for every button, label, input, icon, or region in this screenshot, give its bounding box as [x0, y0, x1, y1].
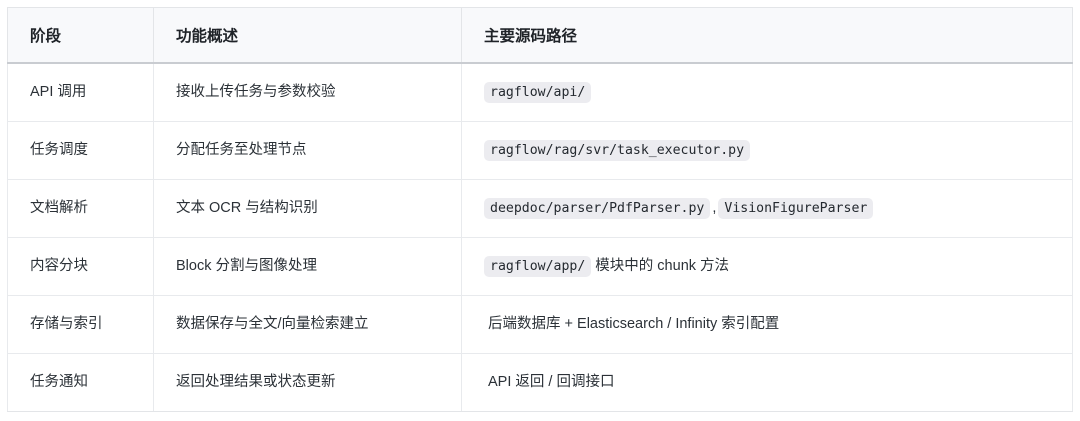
cell-summary: 接收上传任务与参数校验 — [153, 63, 462, 122]
pipeline-table: 阶段 功能概述 主要源码路径 API 调用接收上传任务与参数校验 ragflow/… — [7, 7, 1073, 412]
cell-stage: API 调用 — [7, 63, 154, 122]
code-chip-separator: , — [712, 200, 717, 217]
cell-stage: 存储与索引 — [7, 295, 154, 354]
code-path-chip: ragflow/app/ — [484, 256, 592, 278]
cell-source-path: API 返回 / 回调接口 — [461, 353, 1073, 412]
code-path-chip: VisionFigureParser — [718, 198, 874, 220]
table-header-row: 阶段 功能概述 主要源码路径 — [7, 7, 1073, 64]
cell-stage: 任务通知 — [7, 353, 154, 412]
path-note-text: API 返回 / 回调接口 — [488, 374, 615, 391]
cell-stage: 内容分块 — [7, 237, 154, 296]
column-header-summary: 功能概述 — [153, 7, 462, 64]
table-row: 存储与索引数据保存与全文/向量检索建立 后端数据库 + Elasticsearch… — [7, 295, 1073, 354]
column-header-path: 主要源码路径 — [461, 7, 1073, 64]
cell-stage: 任务调度 — [7, 121, 154, 180]
path-note-text: 后端数据库 + Elasticsearch / Infinity 索引配置 — [488, 316, 780, 333]
cell-summary: 数据保存与全文/向量检索建立 — [153, 295, 462, 354]
path-note-text: 模块中的 chunk 方法 — [595, 258, 730, 275]
cell-source-path: ragflow/rag/svr/task_executor.py — [461, 121, 1073, 180]
cell-summary: 返回处理结果或状态更新 — [153, 353, 462, 412]
table-body: API 调用接收上传任务与参数校验 ragflow/api/任务调度分配任务至处理… — [7, 63, 1073, 412]
cell-summary: 文本 OCR 与结构识别 — [153, 179, 462, 238]
cell-summary: Block 分割与图像处理 — [153, 237, 462, 296]
cell-summary: 分配任务至处理节点 — [153, 121, 462, 180]
code-path-chip: ragflow/api/ — [484, 82, 592, 104]
cell-stage: 文档解析 — [7, 179, 154, 238]
column-header-stage: 阶段 — [7, 7, 154, 64]
cell-source-path: ragflow/api/ — [461, 63, 1073, 122]
table-row: 任务通知返回处理结果或状态更新 API 返回 / 回调接口 — [7, 353, 1073, 412]
table-header: 阶段 功能概述 主要源码路径 — [7, 7, 1073, 64]
cell-source-path: 后端数据库 + Elasticsearch / Infinity 索引配置 — [461, 295, 1073, 354]
cell-source-path: deepdoc/parser/PdfParser.py,VisionFigure… — [461, 179, 1073, 238]
table-row: 任务调度分配任务至处理节点 ragflow/rag/svr/task_execut… — [7, 121, 1073, 180]
pipeline-table-container: 阶段 功能概述 主要源码路径 API 调用接收上传任务与参数校验 ragflow/… — [7, 7, 1073, 412]
code-path-chip: ragflow/rag/svr/task_executor.py — [484, 140, 751, 162]
code-path-chip: deepdoc/parser/PdfParser.py — [484, 198, 711, 220]
cell-source-path: ragflow/app/模块中的 chunk 方法 — [461, 237, 1073, 296]
table-row: API 调用接收上传任务与参数校验 ragflow/api/ — [7, 63, 1073, 122]
